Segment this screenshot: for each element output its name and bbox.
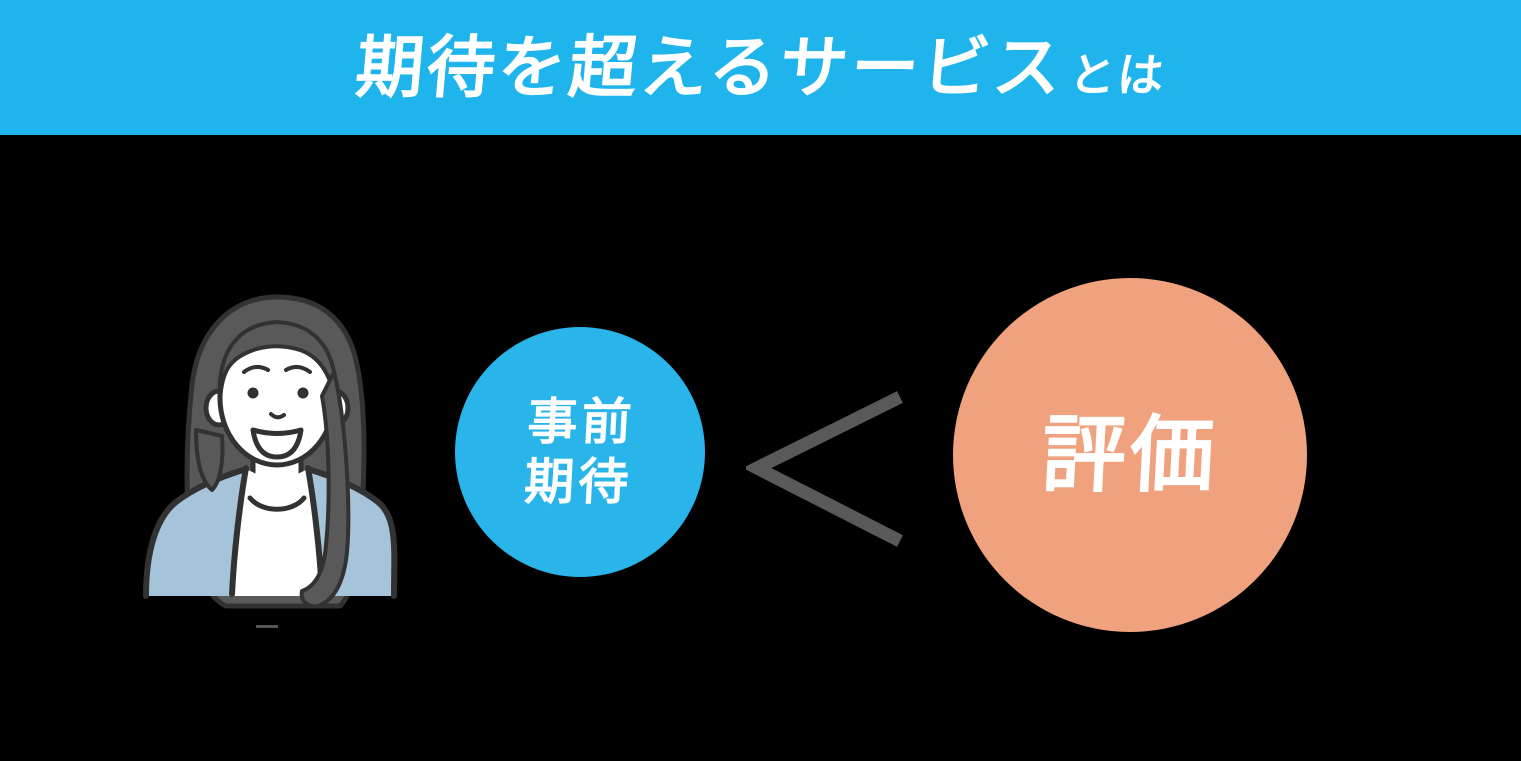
expectation-label: 事前 期待 bbox=[523, 392, 637, 512]
expectation-circle: 事前 期待 bbox=[455, 327, 705, 577]
page-title-main: 期待を超えるサービス bbox=[352, 29, 1067, 106]
customer-illustration bbox=[138, 288, 402, 630]
expectation-label-line1: 事前 bbox=[526, 394, 638, 450]
less-than-icon bbox=[746, 391, 903, 547]
evaluation-label: 評価 bbox=[1039, 408, 1221, 502]
page-title: 期待を超えるサービス とは bbox=[352, 29, 1169, 106]
title-banner: 期待を超えるサービス とは bbox=[0, 0, 1521, 135]
expectation-label-line2: 期待 bbox=[522, 454, 634, 510]
evaluation-circle: 評価 bbox=[953, 278, 1307, 632]
woman-illustration-icon bbox=[143, 294, 398, 609]
page-title-suffix: とは bbox=[1066, 48, 1168, 101]
illustration-base-line bbox=[256, 625, 278, 628]
less-than-symbol: < bbox=[746, 388, 906, 550]
